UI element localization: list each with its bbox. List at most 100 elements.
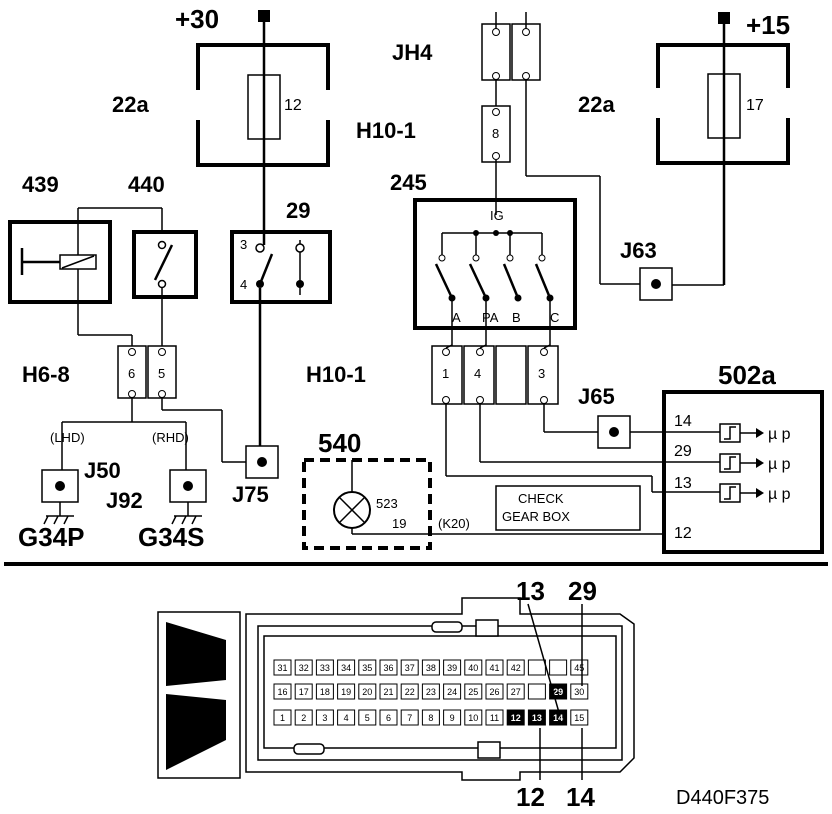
svg-text:CHECK: CHECK [518,491,564,506]
terminal-plus30 [258,10,270,22]
connector-pin-label: 22 [405,687,415,697]
h10-bottom-pin3 [527,345,559,405]
fuse-left-label: 22a [112,92,149,117]
j63-label: J63 [620,238,657,263]
callout-14: 14 [566,782,595,812]
ecu-inputs [719,423,764,503]
connector-pin-4 [337,709,356,726]
svg-text:8: 8 [492,126,499,141]
connector-pin-label: 19 [341,687,351,697]
g34p-label: G34P [18,522,85,552]
svg-text:C: C [550,310,559,325]
jh4-label: JH4 [392,40,433,65]
connector-pin-label: 23 [426,687,436,697]
h10-bottom-label: H10-1 [306,362,366,387]
connector-pin-label: 20 [362,687,372,697]
connector-pin-label: 11 [490,713,499,723]
connector-pin-35 [358,659,377,676]
connector-pin-26 [485,683,504,700]
svg-text:µ p: µ p [768,456,791,473]
connector-pin-label: 32 [299,663,309,673]
connector-pin-label: 7 [407,713,412,723]
connector-pin-25 [464,683,483,700]
connector-pin-label: 36 [383,663,393,673]
svg-text:µ p: µ p [768,426,791,443]
connector-pin-6 [379,709,398,726]
svg-text:4: 4 [474,366,481,381]
connector-pin-label: 45 [574,663,584,673]
connector-pin-11 [485,709,504,726]
svg-text:GEAR BOX: GEAR BOX [502,509,570,524]
relay-29 [230,230,332,304]
connector-pin-label: 25 [468,687,478,697]
connector-pin-label: 2 [301,713,306,723]
comp-440 [132,230,198,299]
g34s-label: G34S [138,522,205,552]
connector-pin-21 [379,683,398,700]
comp-540-label: 540 [318,428,361,458]
lhd-label: (LHD) [50,430,85,445]
ecu-connector [157,597,635,781]
svg-text:29: 29 [674,443,692,460]
connector-pin-15 [570,709,589,726]
comp-439 [8,220,112,304]
connector-pin-label: 34 [341,663,351,673]
connector-pin-12 [506,709,525,726]
connector-pin-label: 14 [553,713,563,723]
connector-pin-label: 24 [447,687,457,697]
comp-245-label: 245 [390,170,427,195]
connector-pin-23 [421,683,440,700]
connector-pin-10 [464,709,483,726]
connector-pin-blank [527,683,546,700]
connector-pin-5 [358,709,377,726]
connector-pin-24 [443,683,462,700]
supply-plus15: +15 [746,10,790,40]
connector-pin-34 [337,659,356,676]
callout-12: 12 [516,782,545,812]
h6-8-label: H6-8 [22,362,70,387]
svg-text:PA: PA [482,310,499,325]
j92-label: J92 [106,488,143,513]
connector-pin-label: 26 [489,687,499,697]
terminal-plus15 [718,12,730,24]
connector-pin-label: 6 [386,713,391,723]
connector-pin-label: 12 [511,713,521,723]
connector-pin-label: 10 [468,713,478,723]
connector-pin-37 [400,659,419,676]
connector-pin-2 [294,709,313,726]
connector-pin-label: 40 [468,663,478,673]
connector-pin-label: 35 [362,663,372,673]
connector-pin-45 [570,659,589,676]
j75-label: J75 [232,482,269,507]
connector-pin-3 [315,709,334,726]
connector-pin-label: 41 [489,663,499,673]
comp-440-label: 440 [128,172,165,197]
supply-plus30: +30 [175,4,219,34]
connector-pin-label: 5 [365,713,370,723]
connector-pin-label: 4 [344,713,349,723]
junction-j65 [597,415,631,449]
connector-pin-42 [506,659,525,676]
svg-text:IG: IG [490,208,504,223]
svg-text:B: B [512,310,521,325]
connector-pin-label: 8 [428,713,433,723]
connector-pin-20 [358,683,377,700]
svg-text:14: 14 [674,413,692,430]
ignition-switch-245 [413,198,577,330]
connector-pin-label: 13 [532,713,542,723]
connector-pin-label: 21 [383,687,393,697]
callout-29: 29 [568,576,597,606]
connector-pin-label: 38 [426,663,436,673]
connector-pin-label: 29 [553,687,563,697]
svg-text:µ p: µ p [768,486,791,503]
connector-pin-18 [315,683,334,700]
relay-29-label: 29 [286,198,310,223]
ground-j75 [245,445,279,479]
connector-pin-7 [400,709,419,726]
connector-pin-label: 30 [574,687,584,697]
svg-text:12: 12 [674,525,692,542]
connector-pin-36 [379,659,398,676]
connector-pin-blank [527,659,546,676]
